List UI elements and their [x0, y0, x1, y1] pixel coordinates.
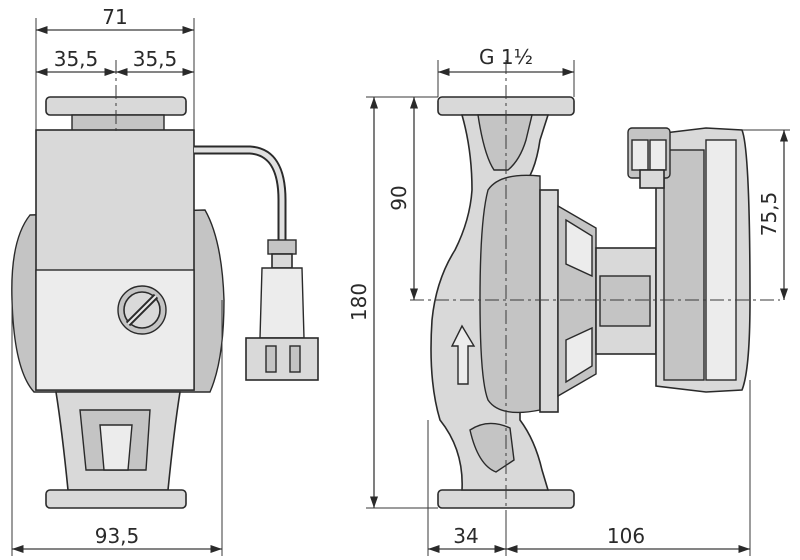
side-dimensions: G 1½ 180 90 75,5 34 106	[347, 45, 790, 556]
front-bottom-flange	[45, 489, 187, 509]
dim-side-height-upper: 90	[387, 185, 411, 210]
dim-side-thread: G 1½	[479, 45, 533, 69]
dim-side-motor-height: 75,5	[757, 192, 781, 237]
front-plug	[245, 239, 319, 381]
dim-side-depth-left: 34	[453, 524, 478, 548]
front-screw-knob	[117, 285, 167, 335]
front-dimensions: 71 35,5 35,5 93,5	[11, 5, 223, 556]
dim-side-depth-right: 106	[607, 524, 645, 548]
dim-front-base-width: 93,5	[95, 524, 140, 548]
front-view	[11, 60, 319, 509]
side-flow-arrow	[450, 324, 476, 385]
dim-front-half-left: 35,5	[54, 47, 99, 71]
side-connector	[627, 127, 671, 189]
dim-front-half-right: 35,5	[133, 47, 178, 71]
side-motor-flange	[539, 189, 559, 413]
dim-side-height-total: 180	[347, 283, 371, 321]
side-view	[410, 60, 780, 530]
side-volute-housing	[479, 174, 541, 414]
dim-front-total-width: 71	[102, 5, 127, 29]
front-lower-panel	[35, 269, 195, 391]
